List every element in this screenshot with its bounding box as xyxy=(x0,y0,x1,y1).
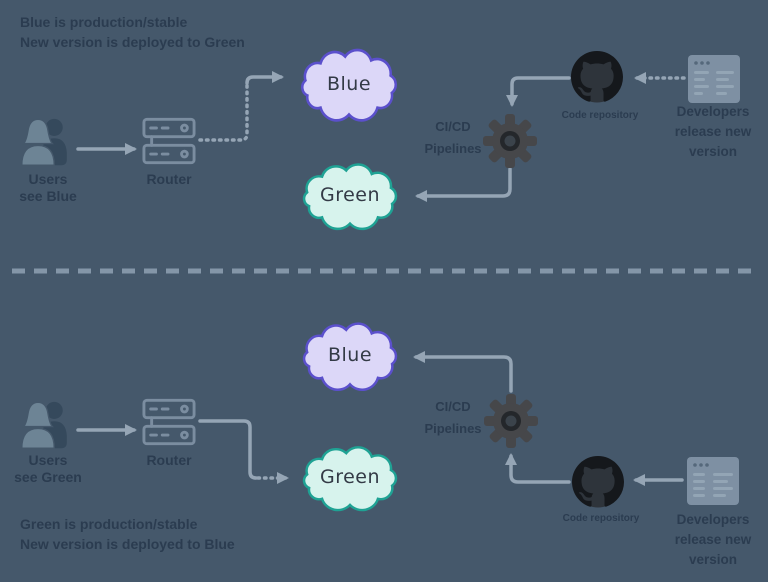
cicd-label-top-line1: CI/CD xyxy=(435,119,471,134)
arrow-github-to-gear-top xyxy=(506,76,571,107)
arrow-github-to-gear-bottom xyxy=(505,453,571,484)
caption-bottom-line1: Green is production/stable xyxy=(20,516,198,532)
router-icon-top xyxy=(142,117,196,166)
users-icon xyxy=(21,118,67,166)
router-label-top-text: Router xyxy=(146,171,192,187)
github-icon xyxy=(572,456,624,508)
code-window-icon xyxy=(687,457,739,505)
users-label-bottom-line2: see Green xyxy=(14,469,82,485)
arrow-router-to-blue-top xyxy=(245,71,284,85)
router-label-bottom-text: Router xyxy=(146,452,192,468)
green-cloud-bottom: Green xyxy=(292,442,408,516)
cloud-shape-green xyxy=(302,163,398,231)
arrow-gear-to-green-top xyxy=(415,167,512,202)
dev-label-bottom: Developers release new version xyxy=(661,510,765,570)
cloud-shape-blue xyxy=(301,48,397,122)
gear-icon xyxy=(484,394,538,448)
dev-label-top-line2: release new xyxy=(674,124,752,139)
wire-router-to-blue-dotted-top xyxy=(198,81,249,142)
caption-top-line1: Blue is production/stable xyxy=(20,14,188,30)
gear-icon xyxy=(483,114,537,168)
caption-top-line2: New version is deployed to Green xyxy=(20,34,245,50)
router-icon-bottom xyxy=(142,398,196,447)
cicd-label-top: CI/CD Pipelines xyxy=(414,116,492,160)
users-icon xyxy=(21,401,67,449)
repo-label-top: Code repository xyxy=(557,110,643,121)
dev-label-bottom-line3: version xyxy=(688,552,738,567)
green-cloud-top-label: Green xyxy=(319,184,381,206)
cicd-label-bottom: CI/CD Pipelines xyxy=(414,396,492,440)
caption-top: Blue is production/stable New version is… xyxy=(20,12,245,52)
users-label-top: Users see Blue xyxy=(8,171,88,205)
users-label-top-line2: see Blue xyxy=(19,188,77,204)
caption-bottom: Green is production/stable New version i… xyxy=(20,514,235,554)
cicd-label-bottom-line2: Pipelines xyxy=(424,421,482,436)
dev-label-top-line3: version xyxy=(688,144,738,159)
dev-label-bottom-line1: Developers xyxy=(676,512,750,527)
router-label-bottom: Router xyxy=(134,452,204,469)
cloud-shape-green xyxy=(302,446,398,512)
repo-label-top-text: Code repository xyxy=(561,110,639,121)
users-label-top-line1: Users xyxy=(28,171,68,187)
cicd-label-top-line2: Pipelines xyxy=(424,141,482,156)
users-label-bottom: Users see Green xyxy=(8,452,88,486)
wire-router-to-green-bottom xyxy=(198,419,258,480)
users-icon-top xyxy=(20,113,74,167)
blue-cloud-bottom: Blue xyxy=(292,318,408,396)
router-icon xyxy=(142,117,196,165)
blue-cloud-top-label: Blue xyxy=(326,72,372,95)
green-cloud-bottom-label: Green xyxy=(319,466,381,488)
gear-icon-bottom xyxy=(483,393,539,449)
router-icon xyxy=(142,398,196,446)
code-window-icon xyxy=(688,55,740,103)
green-cloud-top: Green xyxy=(292,159,408,235)
dev-label-top: Developers release new version xyxy=(661,102,765,162)
router-label-top: Router xyxy=(134,171,204,188)
arrow-gear-to-blue-bottom xyxy=(413,351,513,393)
caption-bottom-line2: New version is deployed to Blue xyxy=(20,536,235,552)
users-icon-bottom xyxy=(20,396,74,450)
blue-cloud-bottom-label: Blue xyxy=(327,344,373,366)
cloud-shape-blue xyxy=(302,322,398,391)
dev-window-icon-top xyxy=(688,55,740,103)
repo-label-bottom-text: Code repository xyxy=(562,513,640,524)
users-label-bottom-line1: Users xyxy=(28,452,68,468)
github-icon-top xyxy=(571,51,623,103)
gear-icon-top xyxy=(482,113,538,169)
blue-cloud-top: Blue xyxy=(290,44,408,127)
cicd-label-bottom-line1: CI/CD xyxy=(435,399,471,414)
dev-label-bottom-line2: release new xyxy=(674,532,752,547)
github-icon-bottom xyxy=(572,456,624,508)
github-icon xyxy=(571,51,623,103)
repo-label-bottom: Code repository xyxy=(558,513,644,524)
dev-label-top-line1: Developers xyxy=(676,104,750,119)
dev-window-icon-bottom xyxy=(687,457,739,505)
